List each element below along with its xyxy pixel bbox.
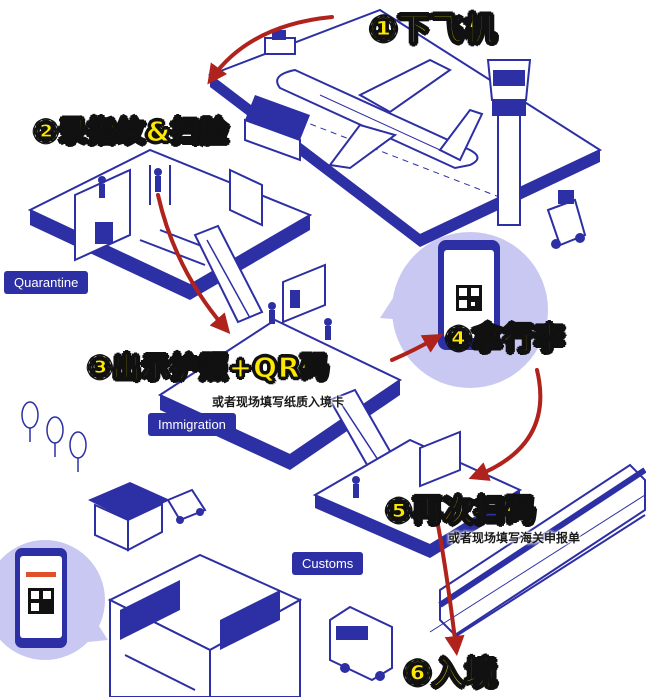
phone-bubble-left [0, 540, 108, 660]
zone-label-quarantine: Quarantine [4, 271, 89, 294]
customs-level [312, 430, 523, 558]
phone-bubble-right [380, 232, 548, 388]
baggage-tractor [546, 190, 587, 249]
step-3-label: ③出示护照+QR码 [87, 350, 330, 384]
arrow-2-to-3 [156, 193, 231, 335]
step-4-label: ④拿行李 [445, 321, 566, 357]
arrow-4-to-5 [468, 368, 543, 481]
step-2-label: ②录指纹&扫脸 [33, 114, 230, 148]
trees [21, 401, 87, 472]
step-6-label: ⑥入境 [403, 653, 499, 692]
step-1-label: ①下飞机 [369, 9, 498, 48]
airplane [276, 58, 484, 170]
arrow-5-to-6 [436, 523, 465, 656]
step-5-note: 或者现场填写海关申报单 [448, 531, 581, 545]
jet-bridge [244, 95, 310, 162]
arrow-3-to-4 [390, 334, 443, 362]
kiosk [88, 482, 170, 552]
arrow-1-to-2 [207, 15, 334, 85]
step-3-note: 或者现场填写纸质入境卡 [212, 395, 345, 409]
bus [329, 605, 393, 682]
control-tower [486, 59, 532, 226]
train [429, 463, 646, 641]
zone-label-customs: Customs [292, 552, 364, 575]
small-truck [166, 488, 207, 524]
shop [107, 553, 303, 697]
quarantine-level [27, 148, 313, 300]
small-vehicle-top [264, 30, 296, 55]
escalator-1 [193, 224, 264, 324]
step-5-label: ⑤再次扫码 [385, 493, 537, 529]
zone-label-immigration: Immigration [148, 413, 236, 436]
flow-arrows [156, 15, 543, 656]
